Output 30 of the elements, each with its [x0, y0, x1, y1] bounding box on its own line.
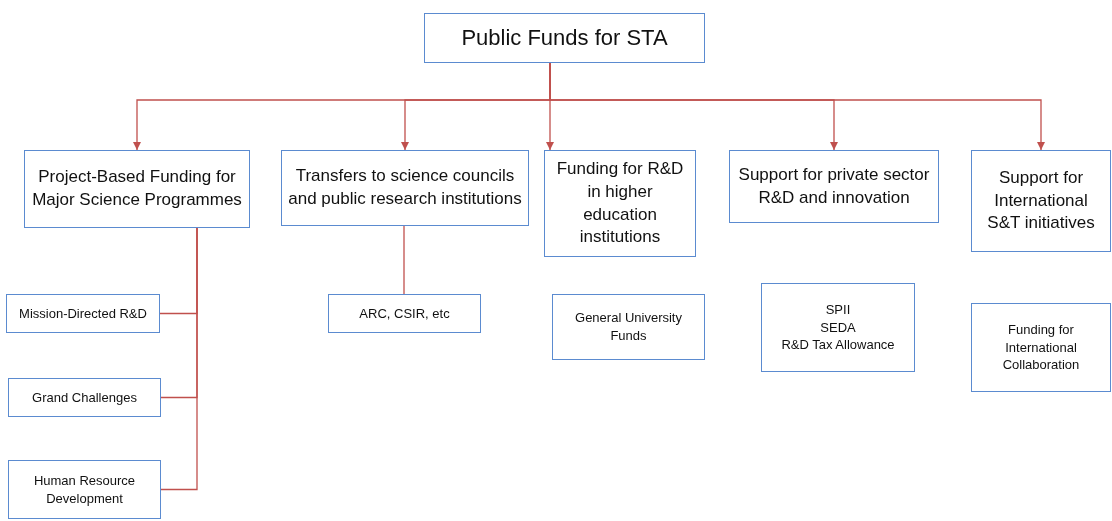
- item-box: [8, 378, 161, 417]
- root-box: [424, 13, 705, 63]
- node-text: Human Resource Development: [32, 471, 137, 508]
- node-text: SPII: [825, 301, 851, 319]
- node-text: SEDA: [820, 318, 856, 337]
- category-box: [544, 150, 696, 257]
- node-text: R&D Tax Allowance: [781, 336, 895, 354]
- node-text: Funding for International Collaboration: [1001, 321, 1081, 374]
- node-text: Transfers to science councils and public research institutions: [287, 165, 523, 210]
- node-text: Funding for R&D in higher education institutions: [555, 157, 685, 249]
- item-box: [552, 294, 705, 360]
- category-box: [24, 150, 250, 228]
- node-text: Public Funds for STA: [461, 24, 668, 53]
- item-box: [971, 303, 1111, 392]
- node-text: Project-Based Funding for Major Science Programmes: [31, 166, 243, 211]
- connector-line: [160, 227, 198, 491]
- item-box: [328, 294, 481, 333]
- category-box: [971, 150, 1111, 252]
- node-text: Support for private sector R&D and innovation: [737, 163, 931, 209]
- node-text: General University Funds: [574, 309, 683, 345]
- node-text: Mission-Directed R&D: [19, 304, 147, 323]
- node-text: ARC, CSIR, etc: [359, 304, 450, 323]
- category-box: [281, 150, 529, 226]
- node-text: Grand Challenges: [32, 388, 137, 407]
- item-box: [761, 283, 915, 372]
- category-box: [729, 150, 939, 223]
- connector-line: [403, 225, 405, 295]
- item-box: [6, 294, 160, 333]
- node-text: Support for International S&T initiatives: [986, 166, 1096, 235]
- item-box: [8, 460, 161, 519]
